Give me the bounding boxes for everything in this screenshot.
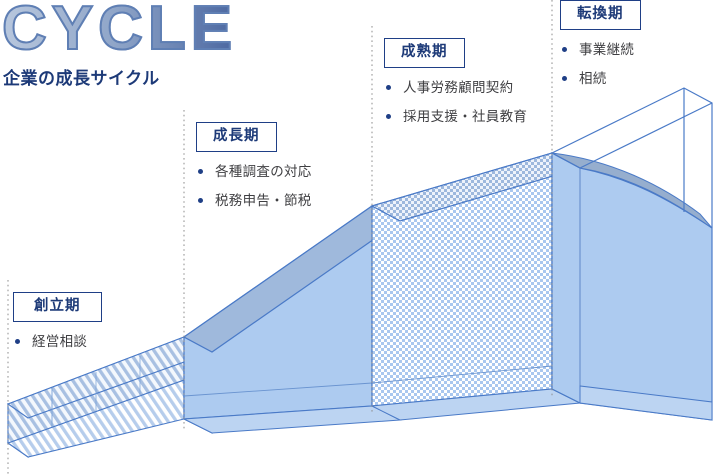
wireframe-box-turning bbox=[551, 87, 713, 228]
list-item: 経営相談 bbox=[13, 333, 102, 351]
page-title: 企業の成長サイクル bbox=[3, 69, 160, 88]
list-item: 採用支援・社員教育 bbox=[384, 108, 527, 126]
stage-dividers bbox=[7, 0, 553, 476]
stage-items-growth: 各種調査の対応 税務申告・節税 bbox=[196, 163, 312, 210]
logo-wordmark: CYCLE bbox=[0, 0, 330, 61]
stage-items-turning: 事業継続 相続 bbox=[560, 41, 641, 88]
list-item: 人事労務顧問契約 bbox=[384, 79, 527, 97]
bullet-icon bbox=[198, 168, 203, 174]
list-item: 相続 bbox=[560, 70, 641, 88]
stage-item-label: 人事労務顧問契約 bbox=[403, 79, 514, 95]
list-item: 各種調査の対応 bbox=[196, 163, 312, 181]
stage-badge-turning[interactable]: 転換期 bbox=[560, 0, 641, 30]
stage-group-turning: 転換期 事業継続 相続 bbox=[560, 0, 641, 88]
stage-items-mature: 人事労務顧問契約 採用支援・社員教育 bbox=[384, 79, 527, 126]
list-item: 事業継続 bbox=[560, 41, 641, 59]
bullet-icon bbox=[15, 338, 20, 344]
stage-group-founding: 創立期 経営相談 bbox=[13, 292, 102, 351]
stage-item-label: 事業継続 bbox=[579, 41, 635, 57]
stage-item-label: 採用支援・社員教育 bbox=[403, 108, 528, 124]
bullet-icon bbox=[562, 75, 567, 81]
stage-badge-founding[interactable]: 創立期 bbox=[13, 292, 102, 322]
segment-mature bbox=[370, 152, 582, 421]
stage-item-label: 税務申告・節税 bbox=[215, 192, 312, 208]
stage-item-label: 各種調査の対応 bbox=[215, 163, 312, 179]
bullet-icon bbox=[386, 84, 391, 90]
bullet-icon bbox=[198, 197, 203, 203]
stage-group-mature: 成熟期 人事労務顧問契約 採用支援・社員教育 bbox=[384, 38, 527, 126]
segment-turning bbox=[551, 151, 713, 421]
list-item: 税務申告・節税 bbox=[196, 192, 312, 210]
stage-item-label: 相続 bbox=[579, 70, 607, 86]
stage-items-founding: 経営相談 bbox=[13, 333, 102, 351]
bullet-icon bbox=[386, 113, 391, 119]
page-header: CYCLE 企業の成長サイクル bbox=[0, 0, 330, 89]
segment-founding bbox=[6, 336, 214, 459]
stage-item-label: 経営相談 bbox=[32, 333, 88, 349]
stage-badge-growth[interactable]: 成長期 bbox=[196, 122, 277, 152]
shape-body bbox=[6, 0, 713, 476]
segment-growth bbox=[182, 204, 402, 434]
bullet-icon bbox=[562, 46, 567, 52]
stage-group-growth: 成長期 各種調査の対応 税務申告・節税 bbox=[196, 122, 312, 210]
stage-badge-mature[interactable]: 成熟期 bbox=[384, 38, 465, 68]
